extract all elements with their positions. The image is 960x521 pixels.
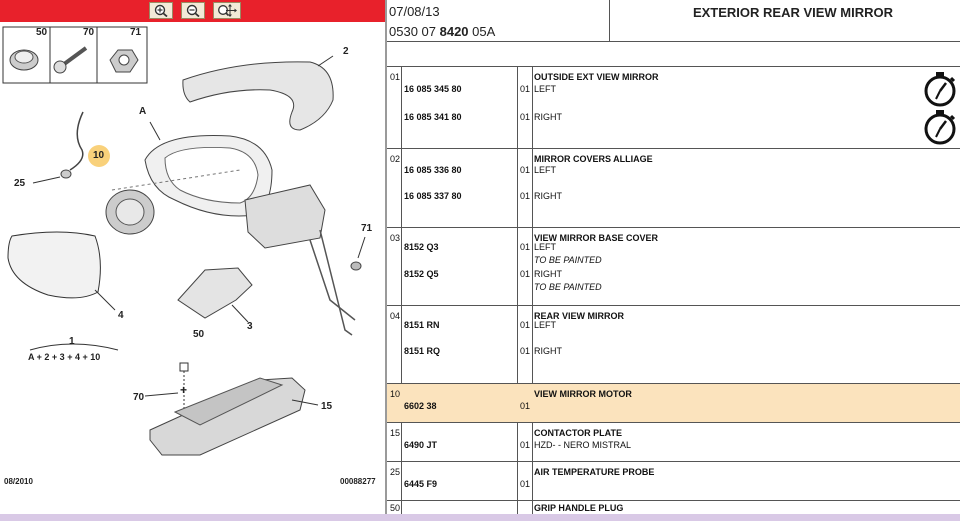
part-quantity: 01 (520, 320, 531, 330)
part-side: HZD- - NERO MISTRAL (534, 440, 632, 450)
part-title: REAR VIEW MIRROR (534, 311, 624, 321)
parts-row-10[interactable]: 10 VIEW MIRROR MOTOR 6602 38 01 (387, 384, 960, 422)
pane-divider[interactable] (385, 0, 387, 521)
part-quantity: 01 (520, 479, 531, 489)
exploded-parts-diagram: + (2, 26, 366, 456)
part-title: GRIP HANDLE PLUG (534, 503, 624, 513)
callout-4[interactable]: 4 (118, 310, 124, 321)
row-number: 03 (390, 233, 401, 243)
part-quantity: 01 (520, 165, 531, 175)
part-number[interactable]: 16 085 345 80 (404, 84, 462, 94)
highlight-circle (88, 145, 110, 167)
part-side: RIGHT (534, 346, 562, 356)
diagram-number: 00088277 (340, 477, 376, 486)
callout-50[interactable]: 50 (193, 329, 205, 340)
inset-label-71: 71 (130, 27, 142, 38)
part-number[interactable]: 8152 Q3 (404, 242, 439, 252)
part-side: LEFT (534, 242, 557, 252)
part-number[interactable]: 6602 38 (404, 401, 437, 411)
zoom-out-button[interactable] (181, 2, 205, 19)
part-quantity: 01 (520, 269, 531, 279)
parts-list-pane: 07/08/13 0530 07 8420 05A EXTERIOR REAR … (387, 0, 960, 514)
part-title: VIEW MIRROR MOTOR (534, 389, 632, 399)
part-side: RIGHT (534, 191, 562, 201)
inset-label-70: 70 (83, 27, 95, 38)
zoom-pan-button[interactable] (213, 2, 241, 19)
row-number: 10 (390, 389, 401, 399)
callout-25[interactable]: 25 (14, 178, 26, 189)
zoom-out-icon (186, 4, 200, 17)
parts-row-50[interactable]: 50 GRIP HANDLE PLUG (387, 501, 960, 514)
part-number[interactable]: 8151 RQ (404, 346, 441, 356)
catalog-date: 07/08/13 (389, 4, 440, 19)
part-number[interactable]: 8151 RN (404, 320, 440, 330)
assembly-formula: A + 2 + 3 + 4 + 10 (28, 352, 101, 362)
row-number: 50 (390, 503, 401, 513)
part-quantity: 01 (520, 191, 531, 201)
part-number[interactable]: 16 085 336 80 (404, 165, 462, 175)
part-number[interactable]: 6490 JT (404, 440, 438, 450)
callout-15[interactable]: 15 (321, 401, 333, 412)
part-number[interactable]: 8152 Q5 (404, 269, 439, 279)
callout-A[interactable]: A (139, 106, 147, 117)
callout-10[interactable]: 10 (93, 150, 105, 161)
diagram-toolbar (0, 0, 385, 22)
part-title: VIEW MIRROR BASE COVER (534, 233, 659, 243)
part-quantity: 01 (520, 84, 531, 94)
part-quantity: 01 (520, 401, 531, 411)
inset-label-50: 50 (36, 27, 48, 38)
part-number[interactable]: 6445 F9 (404, 479, 438, 489)
row-number: 04 (390, 311, 401, 321)
callout-3[interactable]: 3 (247, 321, 253, 332)
bottom-scroll-strip[interactable] (0, 514, 960, 521)
stopwatch-icon[interactable] (922, 109, 958, 145)
row-number: 02 (390, 154, 401, 164)
callout-2[interactable]: 2 (343, 46, 349, 57)
part-title: OUTSIDE EXT VIEW MIRROR (534, 72, 659, 82)
row-number: 25 (390, 467, 401, 477)
part-side: LEFT (534, 165, 557, 175)
zoom-in-icon (154, 4, 168, 17)
catalog-reference: 0530 07 8420 05A (389, 24, 496, 39)
callout-71[interactable]: 71 (361, 223, 373, 234)
row-number: 01 (390, 72, 401, 82)
part-side: RIGHT (534, 112, 562, 122)
part-title: MIRROR COVERS ALLIAGE (534, 154, 653, 164)
part-note: TO BE PAINTED (534, 255, 602, 265)
part-quantity: 01 (520, 440, 531, 450)
part-quantity: 01 (520, 346, 531, 356)
diagram-date: 08/2010 (4, 477, 33, 486)
callout-1[interactable]: 1 (69, 336, 75, 347)
part-quantity: 01 (520, 242, 531, 252)
diagram-pane[interactable]: + 50 70 71 2 A 10 25 71 4 3 1 A + 2 + 3 … (0, 0, 385, 521)
part-side: LEFT (534, 84, 557, 94)
stopwatch-icon[interactable] (922, 71, 958, 107)
svg-text:+: + (180, 383, 187, 397)
part-note: TO BE PAINTED (534, 282, 602, 292)
part-number[interactable]: 16 085 341 80 (404, 112, 462, 122)
page-title: EXTERIOR REAR VIEW MIRROR (692, 5, 894, 20)
callout-70[interactable]: 70 (133, 392, 145, 403)
zoom-in-button[interactable] (149, 2, 173, 19)
part-title: AIR TEMPERATURE PROBE (534, 467, 655, 477)
part-quantity: 01 (520, 112, 531, 122)
part-side: LEFT (534, 320, 557, 330)
part-side: RIGHT (534, 269, 562, 279)
zoom-pan-icon (218, 4, 237, 17)
part-number[interactable]: 16 085 337 80 (404, 191, 462, 201)
part-title: CONTACTOR PLATE (534, 428, 622, 438)
row-number: 15 (390, 428, 401, 438)
parts-row-25[interactable]: 25 AIR TEMPERATURE PROBE 6445 F9 01 (387, 462, 960, 500)
